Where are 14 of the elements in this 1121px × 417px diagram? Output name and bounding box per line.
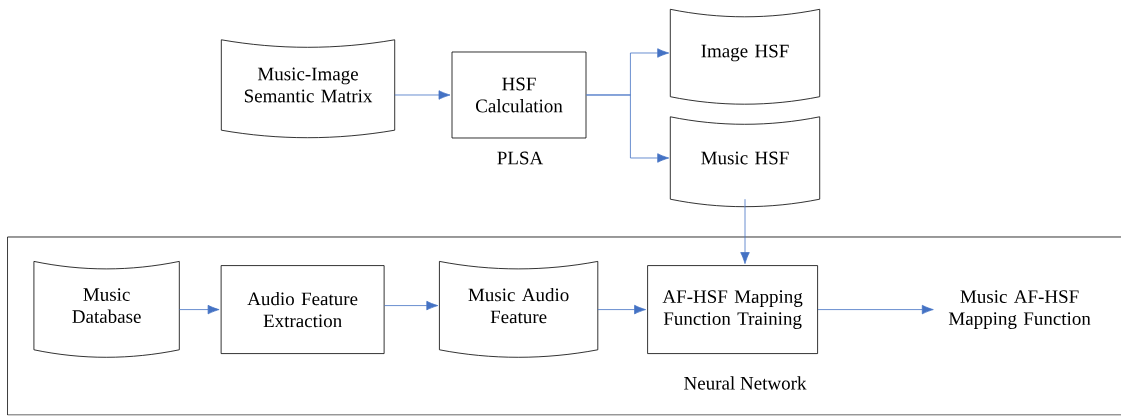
process-box: HSF Calculation xyxy=(451,51,587,139)
method-label: PLSA xyxy=(497,151,544,165)
output-label: Music AF-HSF Mapping Function xyxy=(948,290,1091,329)
arrow xyxy=(597,304,646,315)
group-frame xyxy=(7,236,1121,416)
method-label: Neural Network xyxy=(684,376,807,390)
process-box: AF-HSF Mapping Function Training xyxy=(647,265,818,354)
arrow xyxy=(178,304,220,315)
arrow xyxy=(817,304,934,315)
arrow xyxy=(740,198,750,264)
arrow xyxy=(586,94,670,163)
process-box: Audio Feature Extraction xyxy=(220,265,385,354)
arrow xyxy=(384,300,439,311)
arrow xyxy=(394,90,451,100)
